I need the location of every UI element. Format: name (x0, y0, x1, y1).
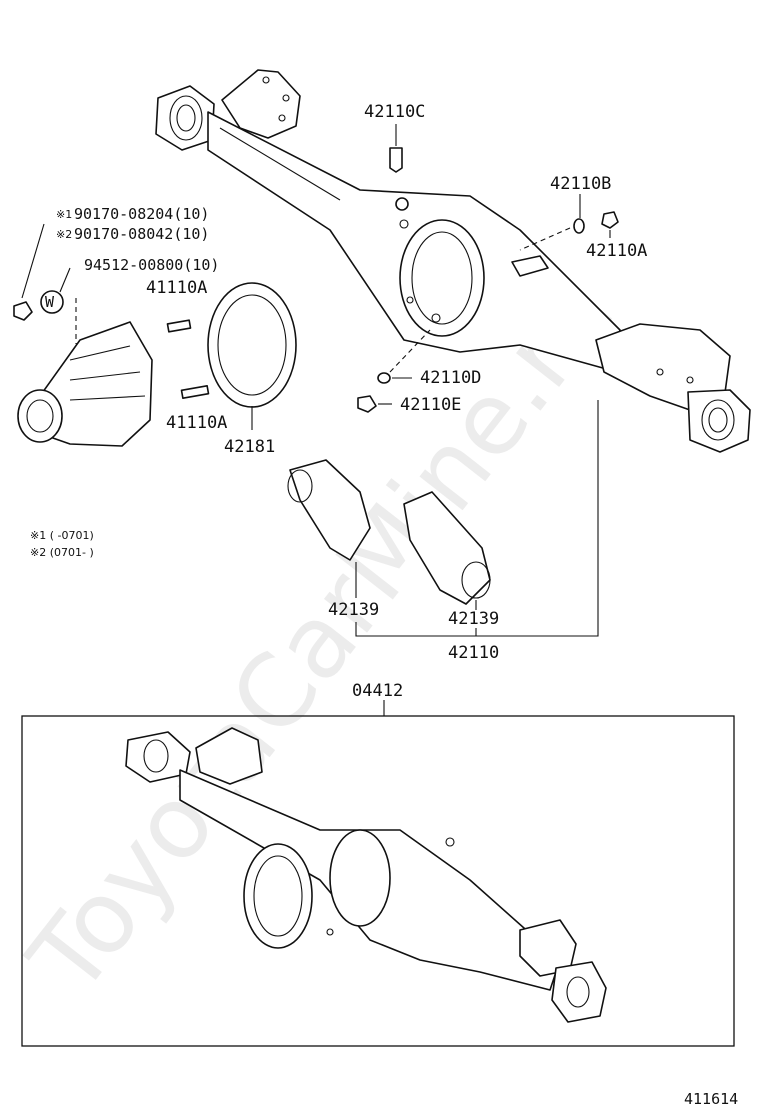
label-42139-right: 42139 (448, 609, 499, 629)
assembly-bracket-42110 (355, 400, 599, 637)
label-41110A-top: 41110A (146, 278, 207, 298)
leader-90170 (21, 223, 45, 299)
washer-94512: W (40, 290, 64, 314)
kit-axle-housing-illustration (125, 727, 607, 1023)
label-42139-left: 42139 (328, 600, 379, 620)
washer-mark: W (45, 293, 55, 311)
label-42110A: 42110A (586, 241, 647, 261)
label-42110E: 42110E (400, 395, 461, 415)
differential-carrier (17, 321, 153, 447)
axle-housing-illustration (155, 69, 751, 453)
kit-box-04412 (21, 715, 735, 1047)
note-2: ※2 (0701- ) (30, 546, 94, 559)
label-90170-08042: 90170-08042(10) (74, 225, 209, 243)
stud-41110A-top (166, 319, 192, 333)
label-42181: 42181 (224, 437, 275, 457)
part-42110E (357, 395, 392, 413)
label-42110D: 42110D (420, 368, 481, 388)
figure-number: 411614 (684, 1090, 738, 1108)
label-94512-00800: 94512-00800(10) (84, 256, 219, 274)
stud-41110A-bottom (180, 385, 210, 399)
part-42110A (601, 211, 619, 238)
marker-1: ※1 (56, 208, 72, 221)
label-42110C: 42110C (364, 102, 425, 122)
label-41110A-bottom: 41110A (166, 413, 227, 433)
dashed-leader-d (389, 329, 431, 373)
part-42110D (377, 372, 412, 384)
gasket-42181 (207, 282, 297, 430)
nut-90170 (13, 301, 33, 321)
label-42110B: 42110B (550, 174, 611, 194)
shield-42139-left (287, 459, 371, 598)
label-42110: 42110 (448, 643, 499, 663)
label-90170-08204: 90170-08204(10) (74, 205, 209, 223)
breather-plug-42110C (389, 124, 403, 173)
dashed-leader-right (519, 227, 571, 251)
part-42110B (573, 194, 585, 234)
label-04412: 04412 (352, 681, 403, 701)
marker-2: ※2 (56, 228, 72, 241)
note-1: ※1 ( -0701) (30, 529, 94, 542)
leader-94512 (59, 267, 71, 293)
shield-42139-right (403, 491, 491, 610)
